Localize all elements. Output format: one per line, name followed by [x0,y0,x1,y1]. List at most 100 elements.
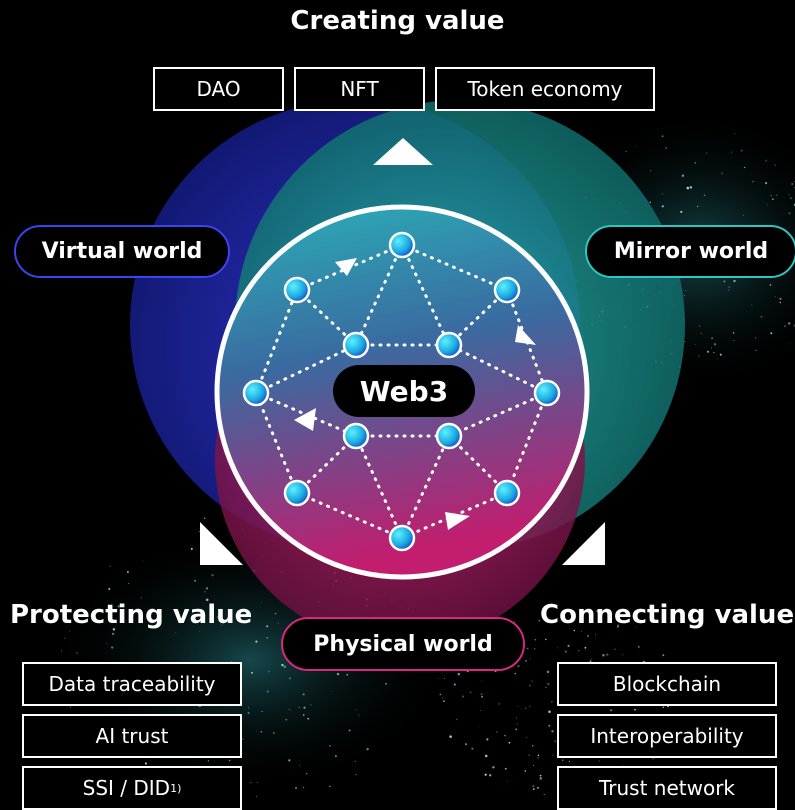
network-node [283,479,311,507]
network-node [342,422,370,450]
star-speck [242,738,244,740]
star-speck [552,754,554,756]
star-speck [764,181,768,185]
star-speck [298,706,300,708]
star-speck [700,332,702,334]
star-speck [126,571,129,573]
star-speck [733,279,736,283]
star-speck [268,671,270,673]
star-speck [256,781,259,784]
star-speck [528,754,530,756]
footnote-marker: 1) [170,781,182,795]
star-speck [784,325,786,328]
star-speck [760,315,763,318]
star-speck [61,650,62,652]
star-speck [204,590,206,593]
star-speck [111,646,114,649]
star-speck [275,613,277,615]
star-speck [529,658,531,660]
star-speck [546,618,549,621]
star-speck [355,709,357,711]
star-speck [546,670,550,674]
star-speck [662,654,665,657]
star-speck [526,647,529,650]
star-speck [650,170,652,172]
star-speck [109,565,111,567]
star-speck [255,640,258,643]
star-speck [766,203,768,206]
star-speck [625,150,627,152]
star-speck [568,760,571,763]
star-speck [69,631,71,632]
star-speck [497,702,501,706]
star-speck [713,351,715,354]
star-speck [774,296,777,298]
star-speck [554,740,557,743]
star-speck [789,343,791,345]
network-node [283,276,311,304]
star-speck [537,787,539,789]
star-speck [462,695,465,698]
star-speck [273,732,275,734]
star-speck [283,665,287,668]
star-speck [306,773,308,775]
star-speck [743,166,746,169]
star-speck [609,709,613,712]
star-speck [516,723,518,725]
star-speck [661,205,664,208]
star-speck [788,193,790,195]
mirror-world-label: Mirror world [585,225,795,278]
network-node [493,276,521,304]
star-speck [728,289,730,291]
star-speck [117,605,120,608]
star-speck [531,744,534,747]
star-speck [719,353,722,356]
star-speck [108,587,111,591]
star-speck [140,597,142,599]
star-speck [241,609,244,612]
star-speck [346,673,349,676]
star-speck [602,654,605,657]
star-speck [686,186,690,190]
star-speck [221,624,223,626]
star-speck [281,663,284,667]
nft-box: NFT [294,67,425,111]
star-speck [211,574,214,577]
star-speck [570,613,573,616]
star-speck [555,619,558,622]
star-speck [481,695,483,698]
star-speck [716,357,718,360]
star-speck [295,787,297,789]
star-speck [449,735,452,738]
star-speck [277,622,279,624]
star-speck [707,350,709,353]
star-speck [751,304,753,306]
star-speck [606,653,609,656]
star-speck [471,747,474,750]
star-speck [696,205,699,208]
ai-trust-box: AI trust [22,714,242,758]
star-speck [728,285,731,289]
star-speck [537,754,540,757]
star-speck [142,560,144,562]
star-speck [250,781,252,784]
star-speck [665,147,668,150]
star-speck [770,195,772,197]
star-speck [774,164,777,167]
star-speck [770,332,773,335]
star-speck [348,729,351,732]
star-speck [776,194,778,196]
star-speck [248,707,249,709]
flow-arrow-icon [445,512,470,530]
star-speck [489,774,492,777]
star-speck [106,642,108,644]
dao-box: DAO [153,67,284,111]
star-speck [492,766,495,769]
star-speck [194,579,196,582]
star-speck [486,738,489,741]
star-speck [525,707,527,709]
interoperability-box: Interoperability [557,714,777,758]
star-speck [755,349,757,352]
network-node [388,524,416,552]
star-speck [556,647,559,649]
